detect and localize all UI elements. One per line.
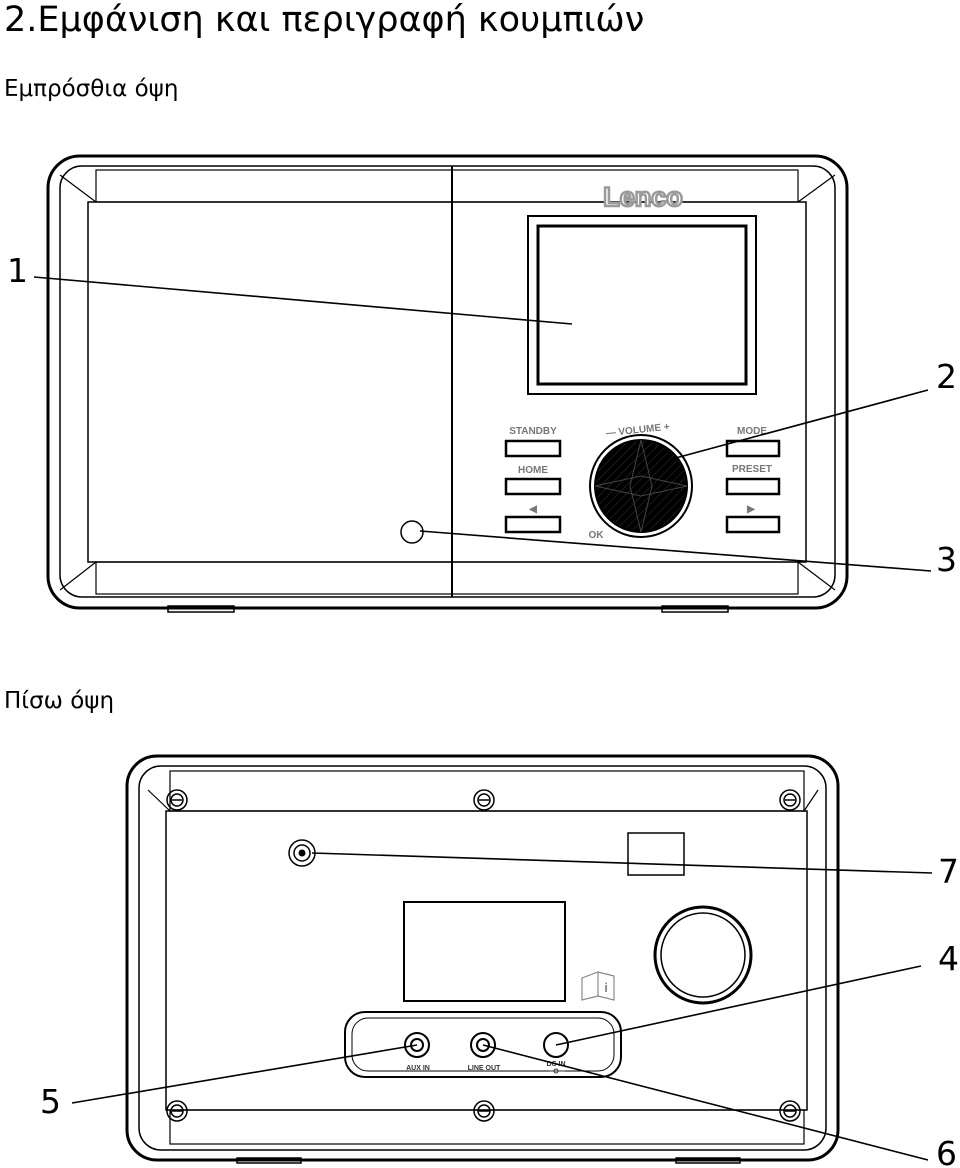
- front-foot-right: [661, 605, 729, 613]
- dc-polarity-icon: [549, 1068, 565, 1074]
- svg-text:i: i: [604, 980, 608, 995]
- callout-5: 5: [40, 1082, 61, 1121]
- callout-6: 6: [936, 1134, 957, 1168]
- mode-label: MODE: [737, 426, 767, 437]
- screw-icon: [473, 789, 495, 811]
- page-title: 2.Εμφάνιση και περιγραφή κουμπιών: [4, 0, 645, 40]
- rear-foot-left: [236, 1157, 302, 1164]
- aux-in-label: AUX IN: [406, 1065, 430, 1072]
- ok-label: OK: [589, 530, 605, 541]
- screw-icon: [779, 789, 801, 811]
- callout-7: 7: [938, 852, 959, 891]
- preset-button[interactable]: [725, 477, 781, 496]
- volume-label: — VOLUME +: [605, 422, 670, 440]
- rear-panel: [165, 810, 808, 1111]
- connector-panel-inner: [351, 1017, 615, 1072]
- callout-line-7: [311, 852, 933, 874]
- callout-3: 3: [936, 540, 957, 579]
- front-face-panel: [87, 201, 807, 563]
- front-body-outline: [46, 154, 849, 610]
- dc-in-jack[interactable]: [543, 1032, 569, 1058]
- front-foot-left: [167, 605, 235, 613]
- connector-panel: [344, 1011, 622, 1078]
- front-display: [527, 215, 757, 395]
- screw-icon: [473, 1100, 495, 1122]
- preset-label: PRESET: [732, 464, 772, 475]
- speaker-back: [653, 905, 753, 1005]
- label-plate: [627, 832, 685, 876]
- callout-line-6: [482, 1044, 929, 1161]
- right-arrow-icon: ▶: [746, 504, 756, 515]
- front-body-inner: [59, 165, 836, 598]
- screw-icon: [166, 1100, 188, 1122]
- home-label: HOME: [518, 465, 548, 476]
- front-radio: [46, 154, 849, 613]
- standby-label: STANDBY: [509, 426, 557, 437]
- screw-icon: [779, 1100, 801, 1122]
- brand-logo: Lenco: [603, 182, 683, 212]
- volume-knob[interactable]: [589, 434, 693, 538]
- mode-button[interactable]: [725, 439, 781, 458]
- callout-line-5: [71, 1044, 418, 1104]
- callout-line-3: [419, 530, 932, 572]
- rear-body-outline: [125, 754, 840, 1162]
- callout-line-4: [555, 965, 922, 1046]
- rear-radio: [125, 754, 840, 1164]
- screw-icon: [166, 789, 188, 811]
- line-out-label: LINE OUT: [468, 1065, 501, 1072]
- aux-in-jack[interactable]: [404, 1032, 430, 1058]
- rear-view-label: Πίσω όψη: [4, 688, 115, 714]
- front-view-label: Εμπρόσθια όψη: [4, 76, 179, 102]
- callout-line-1: [33, 276, 573, 325]
- standby-button[interactable]: [504, 439, 562, 458]
- manual-info-icon: i: [581, 971, 615, 1001]
- callout-1: 1: [7, 251, 28, 290]
- ir-sensor: [400, 520, 424, 544]
- callout-4: 4: [938, 939, 959, 978]
- rear-body-inner: [138, 765, 827, 1151]
- antenna-connector[interactable]: [288, 839, 316, 867]
- left-arrow-icon: ◀: [528, 504, 537, 515]
- display-back: [403, 901, 566, 1002]
- line-out-jack[interactable]: [470, 1032, 496, 1058]
- callout-2: 2: [936, 357, 957, 396]
- left-button[interactable]: [504, 515, 562, 534]
- home-button[interactable]: [504, 477, 562, 496]
- right-button[interactable]: [725, 515, 781, 534]
- rear-foot-right: [675, 1157, 741, 1164]
- callout-line-2: [671, 389, 929, 460]
